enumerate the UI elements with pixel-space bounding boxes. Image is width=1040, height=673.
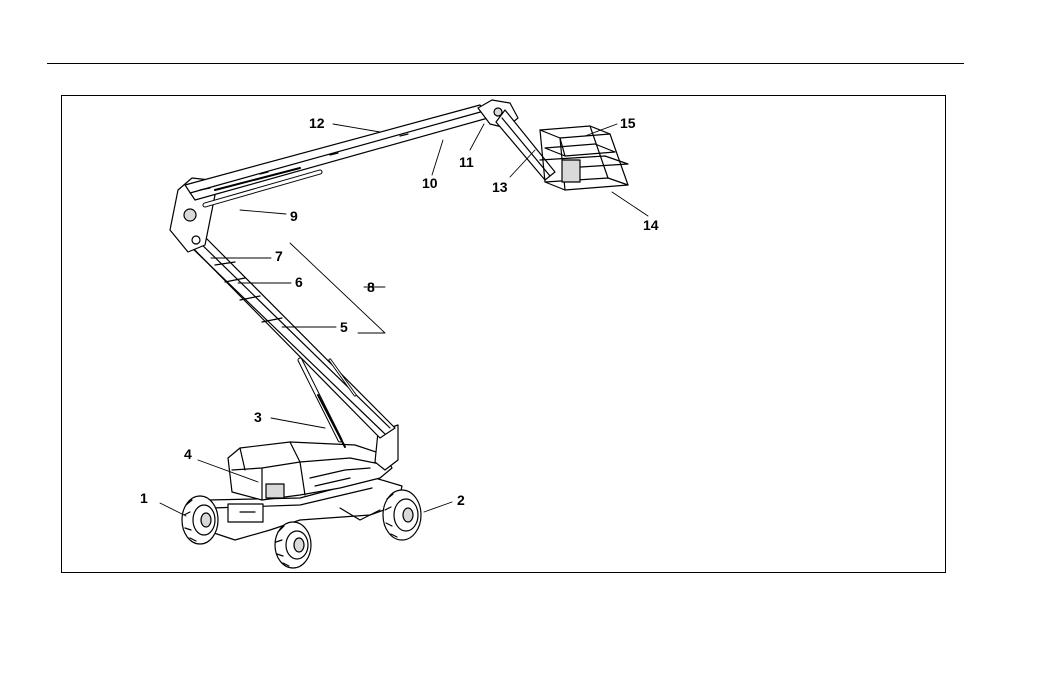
leader-10 bbox=[432, 140, 443, 175]
callout-7: 7 bbox=[275, 249, 283, 263]
callout-1: 1 bbox=[140, 491, 148, 505]
lower-boom bbox=[185, 232, 398, 470]
leader-11 bbox=[470, 124, 484, 150]
callout-10: 10 bbox=[422, 176, 438, 190]
upper-boom bbox=[185, 105, 488, 205]
wheel-front-left bbox=[182, 496, 218, 544]
callout-12: 12 bbox=[309, 116, 325, 130]
leader-1 bbox=[160, 503, 186, 516]
callout-11: 11 bbox=[459, 155, 474, 169]
wheel-front-right bbox=[275, 522, 311, 568]
leader-2 bbox=[424, 502, 452, 512]
callout-4: 4 bbox=[184, 447, 192, 461]
callout-8: 8 bbox=[367, 280, 375, 294]
leader-12 bbox=[333, 124, 380, 132]
callout-15: 15 bbox=[620, 116, 636, 130]
callout-5: 5 bbox=[340, 320, 348, 334]
callout-13: 13 bbox=[492, 180, 508, 194]
leader-9 bbox=[240, 210, 286, 214]
callout-14: 14 bbox=[643, 218, 659, 232]
callout-9: 9 bbox=[290, 209, 298, 223]
wheel-rear-right bbox=[383, 490, 421, 540]
callout-3: 3 bbox=[254, 410, 262, 424]
callout-2: 2 bbox=[457, 493, 465, 507]
chassis bbox=[205, 442, 402, 540]
leader-3 bbox=[271, 418, 325, 428]
callout-6: 6 bbox=[295, 275, 303, 289]
platform bbox=[540, 126, 628, 190]
leader-14 bbox=[612, 192, 648, 216]
